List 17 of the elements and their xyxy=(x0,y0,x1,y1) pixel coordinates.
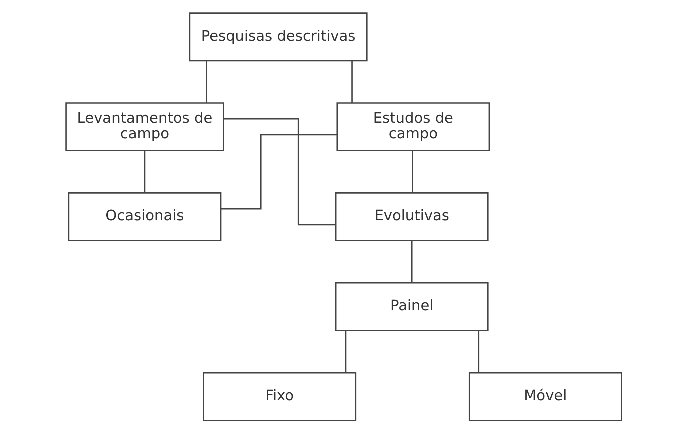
connector xyxy=(221,134,338,210)
node-box: Painel xyxy=(335,282,489,332)
node-box: Pesquisas descritivas xyxy=(189,12,368,62)
connector xyxy=(206,61,208,103)
connector xyxy=(224,118,336,226)
connector xyxy=(411,241,413,283)
connector xyxy=(352,61,353,103)
connector xyxy=(412,151,414,193)
node-box: Evolutivas xyxy=(335,192,489,242)
node-box: Fixo xyxy=(203,372,357,422)
node-box: Levantamentos de campo xyxy=(66,102,224,152)
node-box: Móvel xyxy=(468,372,622,422)
connector xyxy=(144,151,146,193)
connector xyxy=(345,331,347,373)
connector xyxy=(478,331,480,373)
node-box: Estudos de campo xyxy=(336,102,490,152)
node-box: Ocasionais xyxy=(68,192,222,242)
